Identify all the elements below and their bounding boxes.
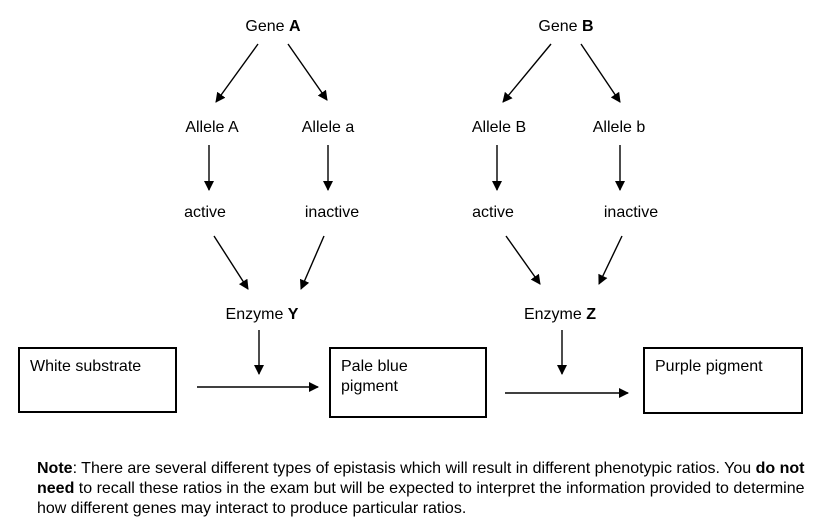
node-gene-b: Gene B (538, 18, 593, 36)
arrow-inactive-to-enzyme-y (299, 235, 325, 290)
box-purple-pigment-label: Purple pigment (655, 358, 763, 375)
node-inactive-gene-b: inactive (603, 204, 659, 221)
node-allele-a: Allele a (301, 119, 355, 136)
node-enzyme-z-symbol: Z (586, 306, 597, 323)
arrow-gene-a-to-allele-a (287, 43, 328, 101)
node-gene-a-symbol: A (289, 18, 301, 35)
arrow-gene-b-to-allele-B (502, 43, 552, 103)
node-inactive-gene-a: inactive (304, 204, 360, 221)
node-gene-b-symbol: B (582, 18, 594, 35)
arrow-gene-b-to-allele-b (580, 43, 621, 103)
box-pale-blue-pigment: Pale blue pigment (329, 347, 487, 418)
node-gene-a-prefix: Gene (245, 18, 290, 35)
node-active-gene-b: active (472, 204, 514, 221)
node-allele-b: Allele b (592, 119, 646, 136)
note-text-2: to recall these ratios in the exam but w… (37, 480, 805, 517)
arrow-inactive-to-enzyme-z (598, 235, 623, 285)
arrow-gene-a-to-allele-A (215, 43, 259, 103)
node-gene-b-prefix: Gene (538, 18, 583, 35)
note-paragraph: Note: There are several different types … (37, 459, 825, 518)
node-active-gene-a: active (184, 204, 226, 221)
note-label: Note (37, 460, 73, 477)
node-gene-a: Gene A (245, 18, 300, 36)
node-enzyme-y-symbol: Y (287, 306, 299, 323)
box-pale-blue-pigment-label: Pale blue pigment (341, 358, 408, 395)
node-enzyme-y-prefix: Enzyme (225, 306, 288, 323)
arrow-active-to-enzyme-z (505, 235, 541, 285)
node-enzyme-z-prefix: Enzyme (523, 306, 587, 323)
node-allele-A: Allele A (185, 119, 239, 136)
box-white-substrate-label: White substrate (30, 358, 142, 375)
arrow-active-to-enzyme-y (213, 235, 249, 290)
box-purple-pigment: Purple pigment (643, 347, 803, 414)
node-allele-B: Allele B (471, 119, 527, 136)
note-bold-phrase: do not need (37, 460, 805, 497)
node-enzyme-z: Enzyme Z (524, 306, 596, 324)
box-white-substrate: White substrate (18, 347, 177, 413)
note-text-1: : There are several different types of e… (72, 460, 756, 477)
node-enzyme-y: Enzyme Y (226, 306, 299, 324)
